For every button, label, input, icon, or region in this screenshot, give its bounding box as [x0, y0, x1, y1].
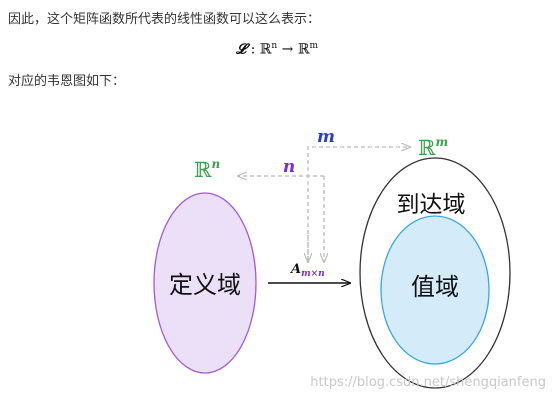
domain-ellipse: [153, 192, 257, 374]
formula-function-symbol: 𝓛: [235, 41, 247, 58]
range-label: 值域: [411, 273, 459, 301]
linear-map-formula: 𝓛 : ℝn → ℝm: [0, 41, 554, 58]
formula-domain-exponent: n: [271, 41, 278, 51]
formula-colon: :: [246, 41, 260, 58]
rm-exponent: m: [435, 135, 448, 149]
rn-space-label: ℝn: [194, 157, 220, 182]
n-label: n: [283, 157, 295, 177]
m-dashed-path: [307, 147, 410, 262]
watermark: https://blog.csdn.net/shengqianfeng: [310, 375, 546, 390]
range-ellipse: [380, 215, 490, 365]
formula-codomain: ℝ: [297, 41, 310, 58]
intro-paragraph: 因此，这个矩阵函数所代表的线性函数可以这么表示：: [8, 12, 321, 27]
formula-codomain-exponent: m: [309, 41, 319, 51]
m-label: m: [317, 127, 335, 147]
rn-symbol: ℝ: [194, 158, 212, 182]
domain-label: 定义域: [169, 271, 241, 299]
diagram-intro-paragraph: 对应的韦恩图如下：: [8, 74, 126, 89]
codomain-label: 到达域: [397, 192, 466, 218]
rn-exponent: n: [211, 157, 220, 171]
formula-domain: ℝ: [259, 41, 272, 58]
rm-symbol: ℝ: [418, 136, 436, 160]
matrix-subscript: m×n: [301, 269, 325, 279]
rm-space-label: ℝm: [418, 135, 448, 160]
formula-arrow: →: [277, 41, 298, 58]
matrix-label: Am×n: [289, 262, 325, 279]
matrix-letter: A: [289, 262, 301, 277]
